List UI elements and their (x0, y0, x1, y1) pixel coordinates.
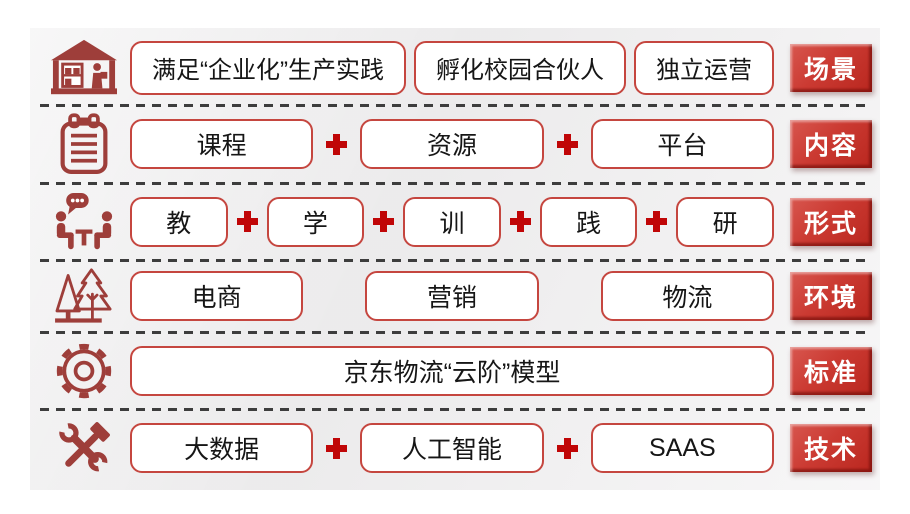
item-label: 大数据 (184, 436, 260, 465)
plus-icon (556, 133, 578, 155)
item-label: 物流 (662, 284, 713, 313)
item-box: 营销 (365, 271, 539, 322)
item-label: 满足“企业化”生产实践 (152, 57, 384, 85)
item-box: 电商 (130, 271, 304, 322)
item-label: 课程 (196, 132, 247, 161)
plus-icon (236, 211, 258, 233)
conversation-icon (38, 192, 130, 252)
row-tag-scene: 场景 (790, 43, 872, 92)
diagram-panel: 满足“企业化”生产实践 孵化校园合伙人 独立运营 场景 课程 资源 平台 内容 (30, 28, 880, 490)
dashed-separator (40, 407, 870, 411)
item-label: 教 (166, 209, 192, 238)
row-content-items: 课程 资源 平台 (130, 119, 774, 170)
item-box: 践 (539, 196, 638, 247)
item-label: 营销 (426, 284, 477, 313)
item-box: 学 (266, 196, 365, 247)
gear-icon (38, 341, 130, 401)
row-form-items: 教学训践研 (130, 196, 774, 247)
item-box: 物流 (600, 271, 774, 322)
plus-icon (326, 437, 348, 459)
row-tag-environment: 环境 (790, 272, 872, 321)
plus-icon (556, 437, 578, 459)
row-technology: 大数据 人工智能 SAAS 技术 (38, 411, 872, 487)
tools-icon (38, 417, 130, 479)
item-label: 电商 (191, 284, 242, 313)
row-form: 教 学 训 践 研 形式 (38, 185, 872, 259)
row-tag-technology: 技术 (790, 424, 872, 473)
item-box: 训 (403, 196, 501, 247)
row-standard-items: 京东物流“云阶”模型 (130, 345, 774, 396)
item-box: 平台 (590, 119, 774, 170)
item-label: 人工智能 (401, 436, 502, 465)
row-technology-items: 大数据 人工智能 SAAS (130, 423, 774, 474)
item-label: 平台 (657, 132, 708, 161)
dashed-separator (40, 182, 870, 185)
item-box: 研 (676, 196, 774, 247)
plus-icon (509, 211, 531, 233)
clipboard-icon (38, 113, 130, 175)
item-box: 资源 (360, 119, 544, 170)
row-tag-standard: 标准 (790, 346, 872, 395)
row-standard: 京东物流“云阶”模型 标准 (38, 334, 872, 408)
row-environment-items: 电商 营销 物流 (130, 271, 774, 322)
item-label: 资源 (426, 132, 477, 161)
item-box: 京东物流“云阶”模型 (130, 345, 774, 396)
item-box: 独立运营 (633, 40, 774, 95)
item-box: 人工智能 (360, 423, 544, 474)
plus-icon (373, 211, 395, 233)
item-box: 教 (130, 196, 228, 247)
item-box: 孵化校园合伙人 (413, 40, 626, 95)
row-scene: 满足“企业化”生产实践 孵化校园合伙人 独立运营 场景 (38, 32, 872, 104)
item-label: 学 (302, 209, 328, 238)
item-label: 京东物流“云阶”模型 (343, 358, 561, 387)
row-tag-content: 内容 (790, 120, 872, 169)
item-label: 孵化校园合伙人 (435, 57, 604, 85)
item-box: 大数据 (130, 423, 314, 474)
item-box: SAAS (590, 423, 774, 474)
item-label: 研 (712, 209, 738, 238)
item-label: 践 (576, 209, 602, 238)
row-environment: 电商 营销 物流 环境 (38, 262, 872, 332)
item-box: 满足“企业化”生产实践 (130, 40, 406, 95)
item-box: 课程 (130, 119, 314, 170)
row-scene-items: 满足“企业化”生产实践 孵化校园合伙人 独立运营 (130, 40, 774, 95)
item-label: SAAS (648, 433, 716, 462)
dashed-separator (40, 331, 870, 334)
plus-icon (646, 211, 668, 233)
row-content: 课程 资源 平台 内容 (38, 107, 872, 183)
item-label: 训 (439, 209, 465, 238)
plus-icon (326, 133, 348, 155)
item-label: 独立运营 (655, 57, 752, 85)
dashed-separator (40, 258, 870, 262)
row-tag-form: 形式 (790, 197, 872, 246)
dashed-separator (40, 103, 870, 107)
trees-icon (38, 268, 130, 324)
warehouse-icon (38, 39, 130, 97)
